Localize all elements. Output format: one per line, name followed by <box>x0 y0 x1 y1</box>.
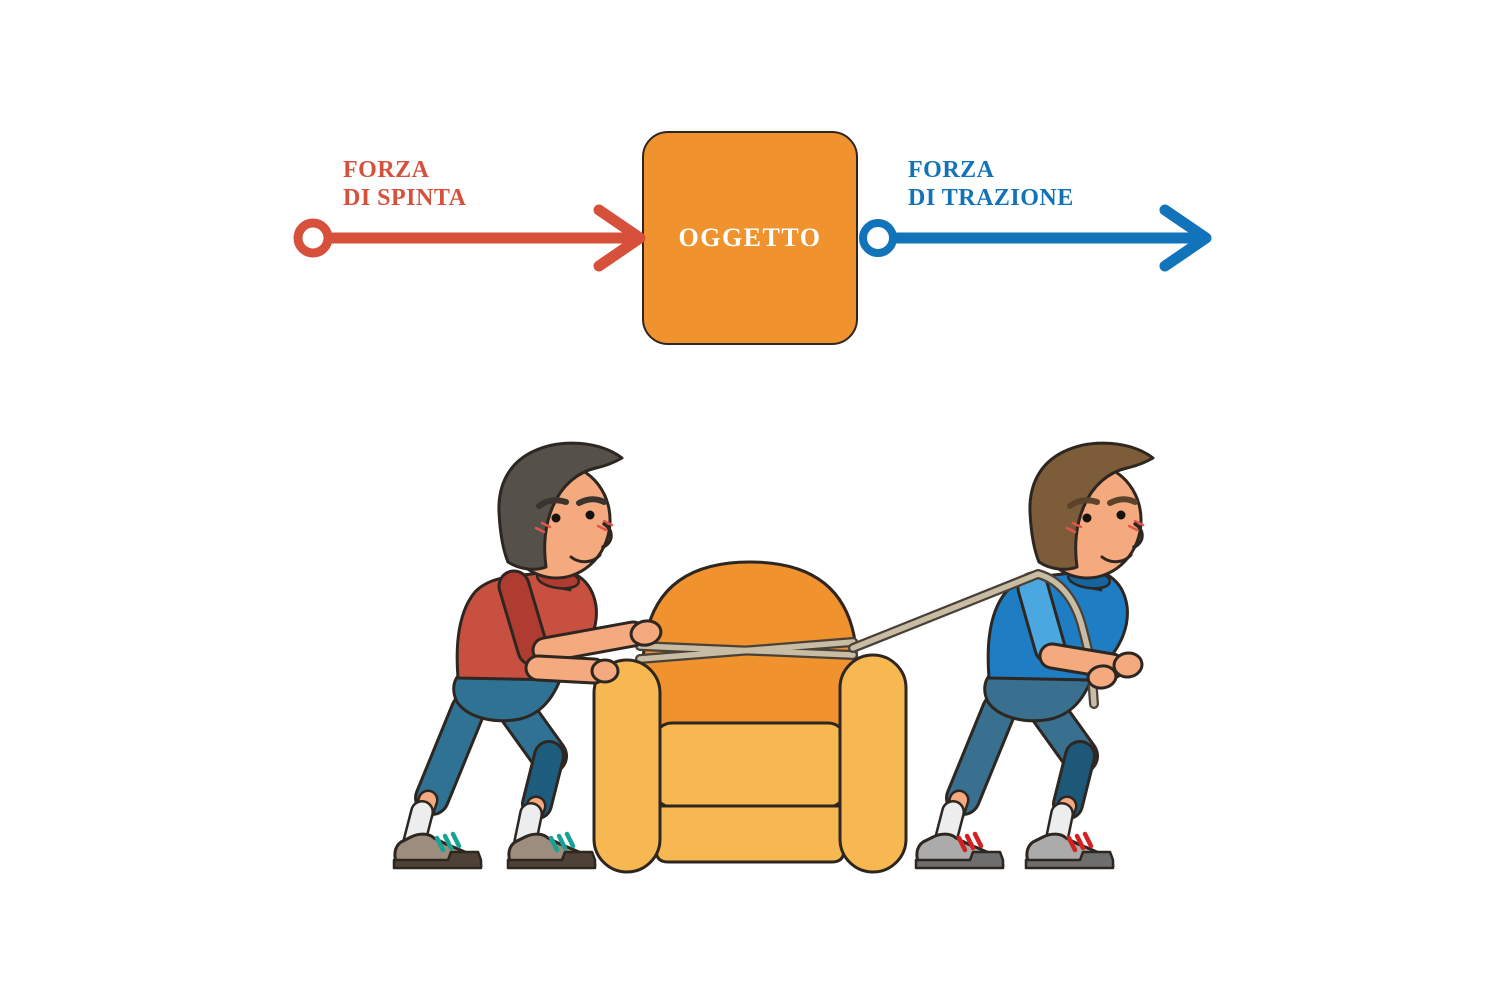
pusher-shoe <box>392 831 483 870</box>
pushing-man <box>392 441 624 870</box>
puller-arms <box>1038 642 1144 690</box>
push-force-line2: DI SPINTA <box>343 185 467 211</box>
pusher-arms <box>524 619 663 685</box>
armchair-front <box>592 653 908 874</box>
object-box-label: OGGETTO <box>678 223 822 252</box>
pulling-man <box>914 441 1155 870</box>
pull-force-label: FORZA DI TRAZIONE <box>908 156 1074 212</box>
puller-hand-upper <box>1112 651 1144 679</box>
armchair-cushion <box>652 721 848 809</box>
puller-mouth <box>1100 553 1133 564</box>
pull-arrow <box>859 204 1212 272</box>
pusher-ear <box>502 518 524 540</box>
armchair-armrest-left <box>592 658 662 874</box>
pusher-torso <box>455 568 598 682</box>
pull-force-line2: DI TRAZIONE <box>908 185 1074 211</box>
pull-arrow-origin-circle <box>859 219 897 257</box>
pusher-head <box>502 462 612 580</box>
pusher-hand-lower <box>590 658 620 684</box>
push-force-label: FORZA DI SPINTA <box>343 156 466 212</box>
pusher-nose <box>601 522 613 549</box>
push-arrowhead-icon <box>593 204 646 272</box>
puller-ear <box>1033 518 1055 540</box>
push-arrow <box>293 204 646 272</box>
puller-head <box>1033 462 1143 580</box>
pusher-mouth <box>569 553 602 564</box>
puller-nose <box>1132 522 1144 549</box>
push-force-line1: FORZA <box>343 157 430 183</box>
puller-hair <box>1028 441 1155 571</box>
puller-shoe <box>914 831 1005 870</box>
pull-force-line1: FORZA <box>908 157 995 183</box>
object-box: OGGETTO <box>642 131 858 345</box>
pusher-hand-upper <box>629 619 663 647</box>
armchair-backrest <box>641 560 859 812</box>
rope <box>635 569 1099 709</box>
armchair-armrest-right <box>838 653 908 874</box>
pull-arrowhead-icon <box>1159 204 1212 272</box>
pusher-hair <box>497 441 624 571</box>
puller-hand-lower <box>1086 664 1118 690</box>
armchair-base <box>654 804 846 864</box>
puller-torso <box>986 568 1129 682</box>
push-arrow-origin-circle <box>293 218 333 258</box>
